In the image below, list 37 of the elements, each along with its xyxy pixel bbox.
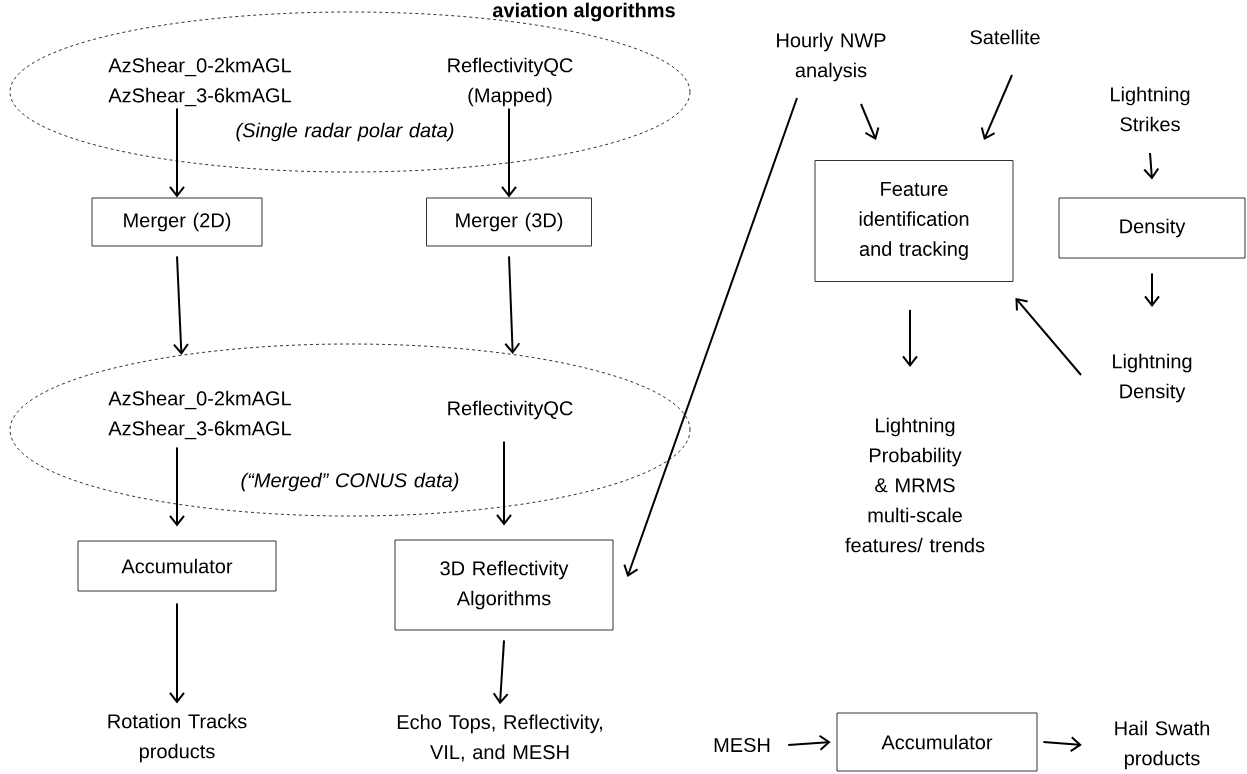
arrow [169, 446, 185, 527]
arrow [169, 602, 185, 704]
label-text: AzShear_0-2kmAGL AzShear_3-6kmAGL [108, 57, 292, 107]
arrow [169, 107, 185, 198]
arrow [1144, 272, 1160, 307]
arrow [492, 639, 509, 705]
arrow [1143, 152, 1160, 180]
label-text: Satellite [970, 29, 1040, 45]
process-box: Merger (2D) [91, 197, 263, 247]
label-text: MESH [714, 737, 770, 753]
label-text: Rotation Tracks products [108, 713, 247, 763]
process-box: Accumulator [77, 540, 277, 592]
arrow [902, 308, 918, 367]
label-text: Lightning Density [1113, 353, 1192, 403]
arrow [787, 734, 831, 751]
label-text: AzShear_0-2kmAGL AzShear_3-6kmAGL [108, 390, 292, 440]
arrow [501, 107, 517, 198]
process-box: Accumulator [836, 712, 1038, 772]
label-text: ReflectivityQC (Mapped) [448, 57, 573, 107]
process-box: 3D Reflectivity Algorithms [394, 539, 614, 631]
arrow [623, 97, 798, 577]
arrow [172, 255, 189, 355]
arrow [1042, 736, 1082, 753]
process-box: Feature identification and tracking [814, 160, 1014, 282]
process-box: Merger (3D) [426, 197, 592, 247]
arrow [980, 74, 1013, 141]
label-text: ReflectivityQC [448, 400, 573, 420]
arrow [496, 440, 512, 526]
label-text: Hail Swath products [1115, 720, 1210, 770]
label-text: Hourly NWP analysis [777, 32, 886, 82]
arrow [504, 255, 521, 355]
arrow [860, 103, 880, 141]
process-box: Density [1058, 197, 1246, 259]
label-text: Lightning Probability & MRMS multi-scale features/ trends [845, 417, 985, 553]
label-text: Lightning Strikes [1111, 86, 1190, 132]
label-text: Echo Tops, Reflectivity, VIL, and MESH [397, 714, 602, 762]
arrow [1015, 297, 1082, 376]
